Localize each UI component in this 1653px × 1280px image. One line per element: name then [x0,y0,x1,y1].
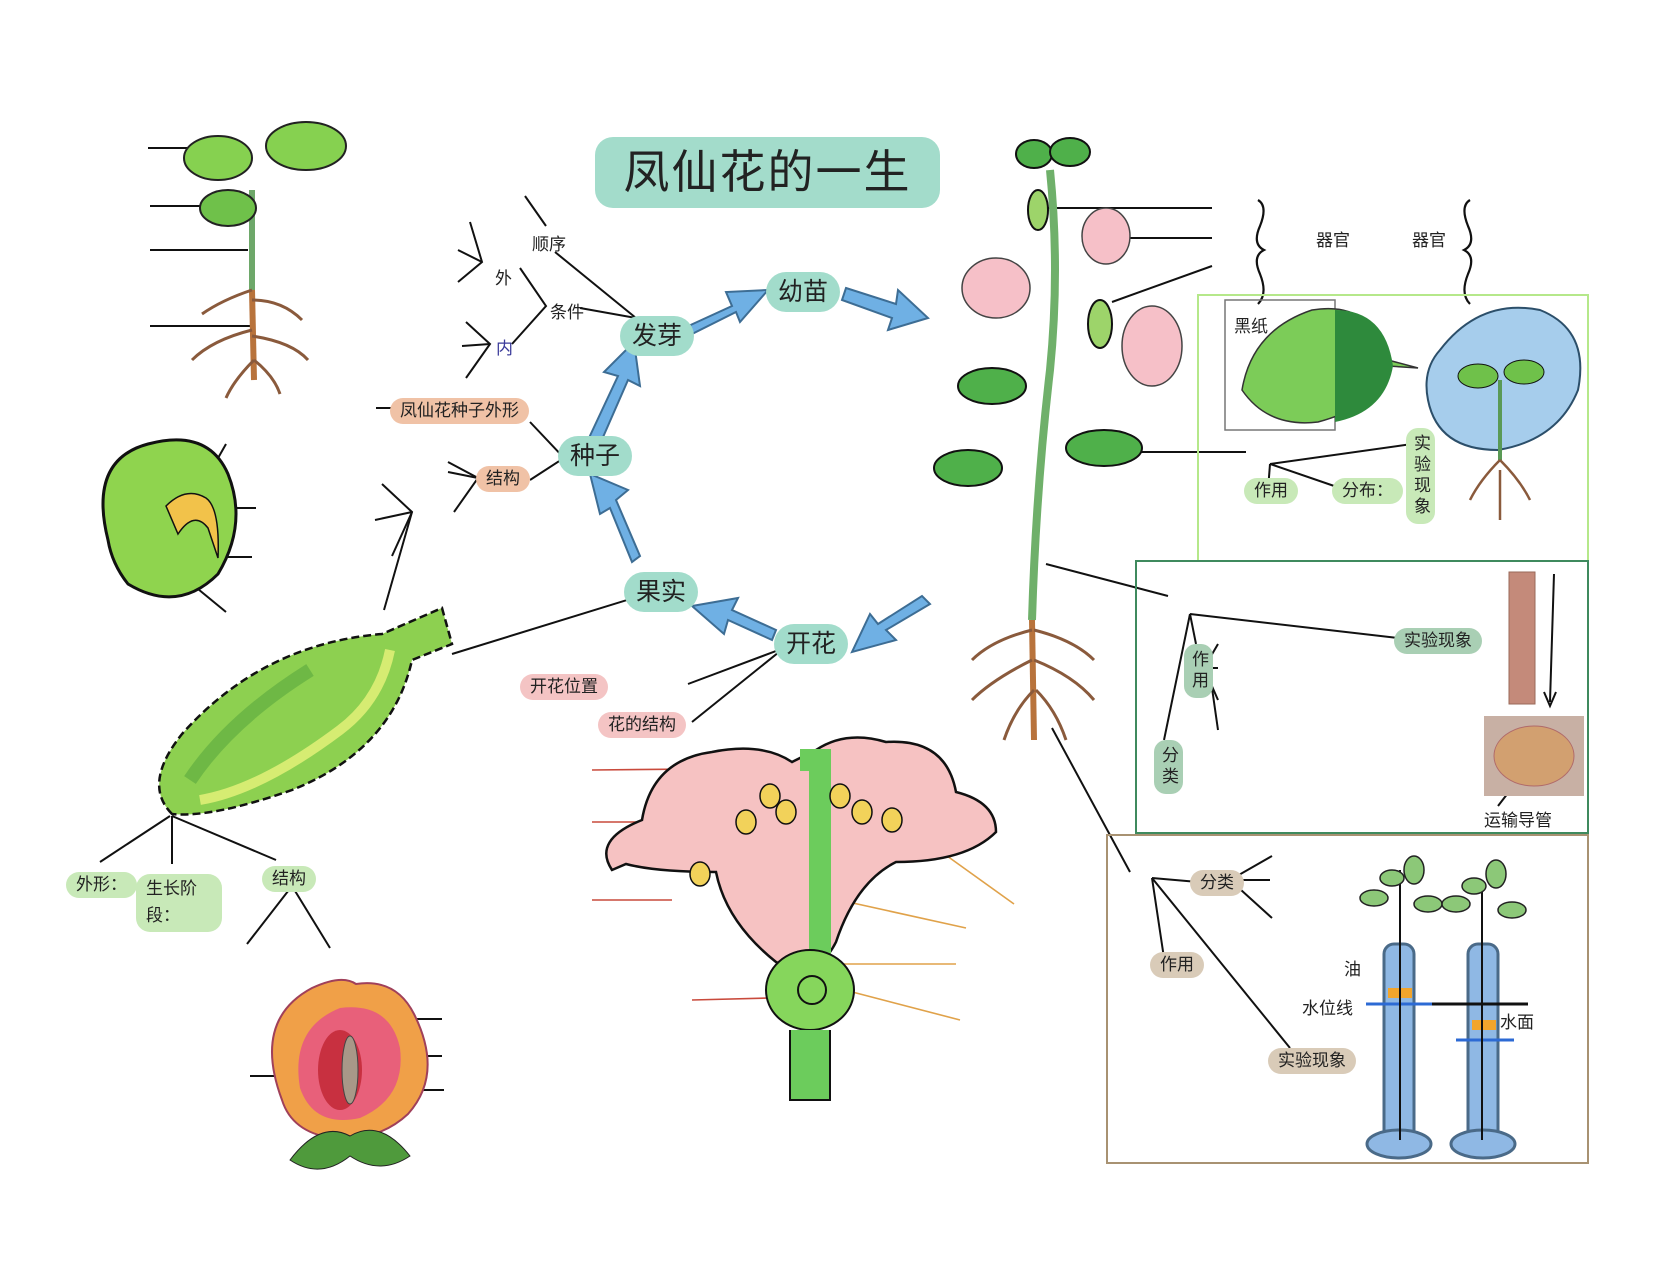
arrow-seedling-to-plant [840,286,930,332]
arrow-fruit-to-seed [588,472,642,564]
plant-bag-illustration [1425,306,1582,520]
seed-illustration [101,438,238,599]
label-root-phenomenon: 实验现象 [1268,1048,1356,1074]
fruit-pod-illustration [157,606,454,816]
seedling-illustration [183,121,347,399]
flower-section-illustration [605,736,998,1101]
arrow-plant-to-flowering [850,594,932,654]
node-germination: 发芽 [620,316,695,356]
arrow-seed-to-germinate [586,339,642,446]
page-title: 凤仙花的一生 [595,137,940,208]
label-organs-right: 器官 [1412,231,1446,251]
arrow-germinate-to-seedling [682,288,771,338]
stem-sample-illustration [1484,571,1584,796]
label-stem-function: 作用 [1184,644,1213,698]
label-black-paper: 黑纸 [1234,317,1268,337]
cycle-arrows [586,286,932,654]
label-fruit-structure: 结构 [262,866,316,892]
label-root-classification: 分类 [1190,870,1244,896]
stem-experiment-box [1135,560,1589,834]
label-conditions: 条件 [550,303,584,323]
label-order: 顺序 [532,235,566,255]
label-external: 外 [495,269,512,289]
fruit-section-illustration [271,978,429,1170]
node-fruit: 果实 [624,572,699,612]
label-seed-appearance: 凤仙花种子外形 [390,398,529,424]
label-seed-structure: 结构 [476,466,530,492]
node-seed: 种子 [558,436,633,476]
label-water-surface: 水面 [1500,1013,1534,1033]
label-stem-phenomenon: 实验现象 [1394,628,1482,654]
impatiens-plant-illustration [933,137,1183,741]
cylinder-experiment-illustration [1359,855,1528,1160]
root-experiment-box [1106,834,1589,1164]
label-root-function: 作用 [1150,952,1204,978]
label-leaf-phenomenon: 实验现象 [1406,428,1435,524]
label-vessel: 运输导管 [1484,811,1552,831]
label-leaf-distribution: 分布： [1332,478,1403,504]
label-internal: 内 [496,339,513,359]
label-flower-structure: 花的结构 [598,712,686,738]
label-organs-left: 器官 [1316,231,1350,251]
node-flowering: 开花 [774,624,849,664]
arrow-flowering-to-fruit [689,596,778,642]
label-leaf-function: 作用 [1244,478,1298,504]
label-oil: 油 [1344,960,1361,980]
label-water-line: 水位线 [1302,999,1353,1019]
label-stem-classification: 分类 [1154,740,1183,794]
leaf-experiment-illustration [1224,299,1419,431]
label-fruit-shape: 外形： [66,872,137,898]
node-seedling: 幼苗 [766,272,841,312]
label-fruit-growth-stage: 生长阶段： [136,874,222,932]
label-flowering-position: 开花位置 [520,674,608,700]
